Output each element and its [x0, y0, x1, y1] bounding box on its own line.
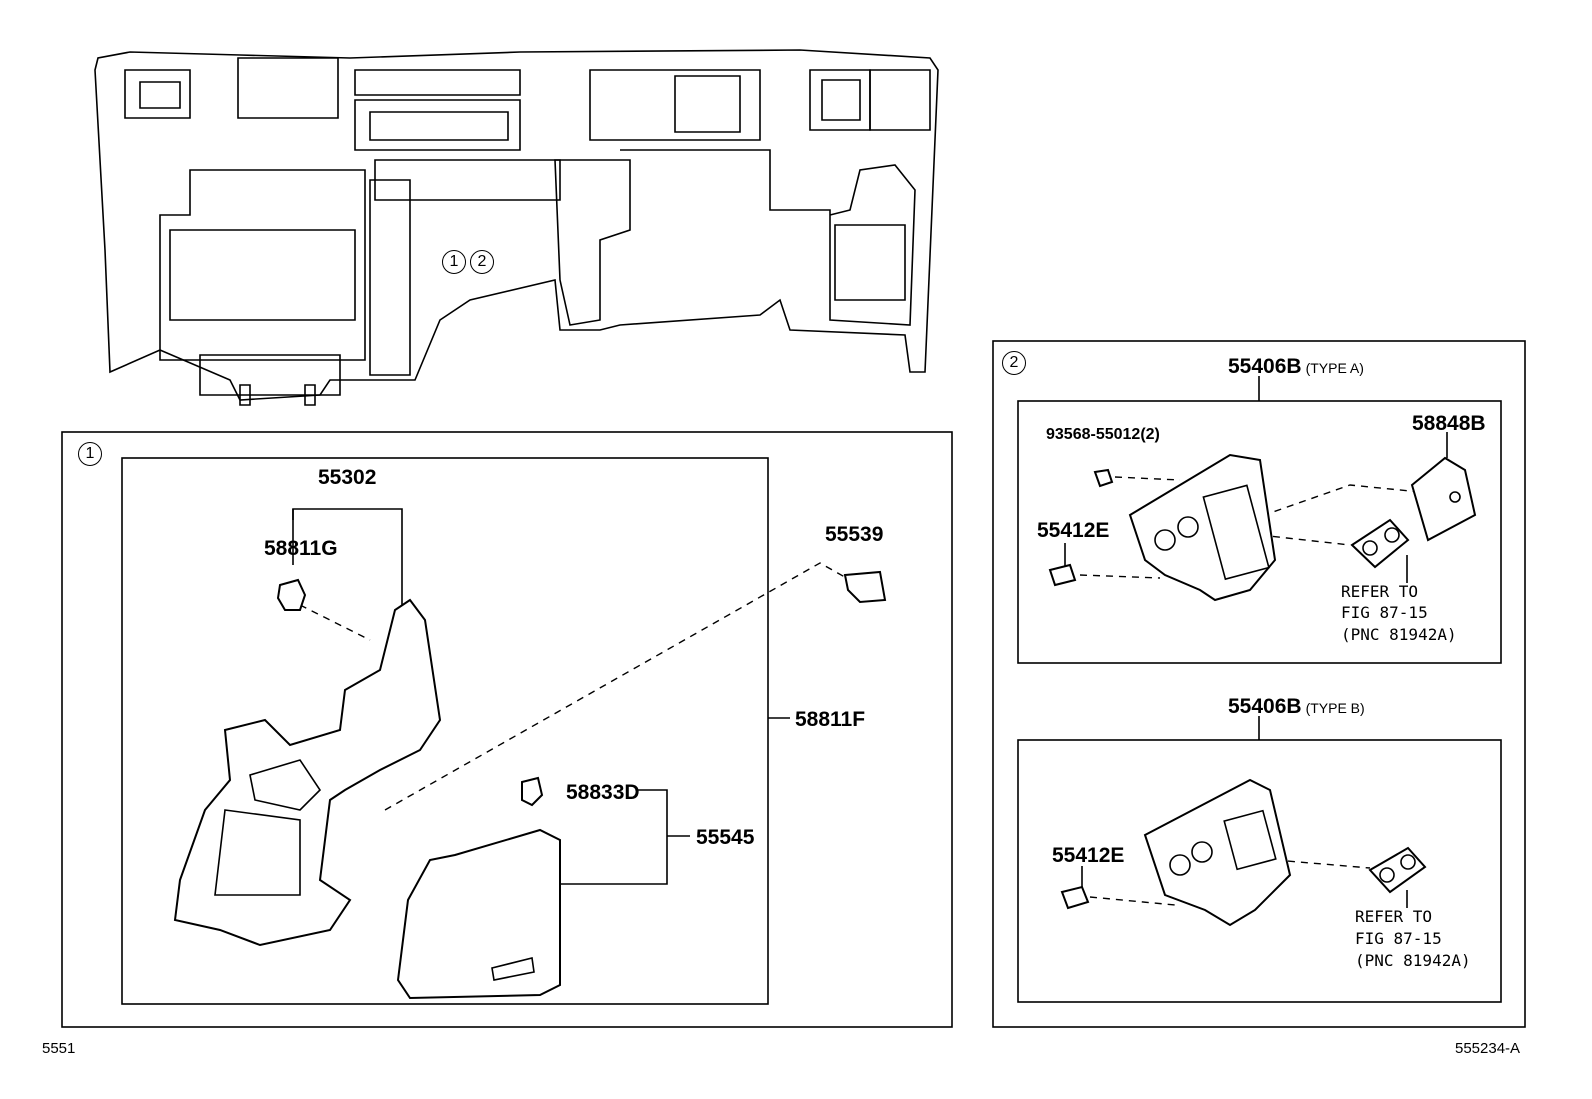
group-1-inner-frame [121, 457, 769, 1005]
type-label: (TYPE A) [1305, 360, 1364, 376]
clip-55539 [843, 570, 887, 604]
leader-lines-1 [292, 508, 790, 885]
label-55539: 55539 [825, 523, 884, 546]
callout-1: 1 [78, 442, 102, 466]
label-58833D: 58833D [566, 781, 640, 804]
callout-2-top: 2 [470, 250, 494, 274]
bezel-type-b [1143, 778, 1292, 927]
leader-lines-2 [1064, 376, 1448, 908]
screw-93568 [1093, 468, 1114, 488]
dashboard-outline [94, 49, 939, 406]
cover-pin [1449, 491, 1461, 503]
plate-b-hole1 [1379, 867, 1395, 883]
part-number: 55406B [1228, 695, 1302, 718]
label-55545: 55545 [696, 826, 755, 849]
cover-55545 [396, 828, 561, 1000]
label-55406B-type-b: 55406B(TYPE B) [1228, 696, 1365, 717]
panel-recess [249, 759, 322, 811]
dashed-lines-2 [1079, 476, 1421, 906]
refer-b-1: REFER TO [1355, 907, 1433, 926]
knob-a2 [1177, 516, 1199, 538]
part-number: 55406B [1228, 355, 1302, 378]
refer-b-2: FIG 87-15 [1355, 929, 1442, 948]
label-55412E-b: 55412E [1052, 844, 1125, 867]
refer-a-1: REFER TO [1341, 582, 1419, 601]
plate-a-hole2 [1384, 527, 1400, 543]
refer-b-3: (PNC 81942A) [1355, 951, 1471, 970]
callout-1-top: 1 [442, 250, 466, 274]
label-58848B: 58848B [1412, 412, 1486, 435]
label-58811G: 58811G [264, 537, 338, 560]
knob-a1 [1154, 529, 1176, 551]
clip-58833D [521, 776, 544, 807]
label-58811F: 58811F [795, 708, 866, 731]
type-label: (TYPE B) [1305, 700, 1365, 716]
plate-type-a [1350, 518, 1410, 569]
cover-vent [491, 957, 535, 981]
clip-55412E-b [1060, 885, 1090, 910]
panel-opening [214, 809, 301, 896]
footer-left-code: 5551 [42, 1040, 76, 1057]
refer-a-2: FIG 87-15 [1341, 603, 1428, 622]
plate-a-hole1 [1362, 540, 1378, 556]
callout-2: 2 [1002, 351, 1026, 375]
plate-type-b [1368, 846, 1427, 894]
group-1-frame [61, 431, 953, 1028]
label-55302: 55302 [318, 466, 377, 489]
label-55406B-type-a: 55406B(TYPE A) [1228, 356, 1364, 377]
plate-b-hole2 [1400, 854, 1416, 870]
group-2-frame [992, 340, 1526, 1028]
label-55412E-a: 55412E [1037, 519, 1110, 542]
bezel-b-opening [1223, 809, 1277, 871]
knob-b2 [1191, 841, 1213, 863]
cover-58848B [1410, 456, 1477, 542]
label-93568-55012: 93568-55012(2) [1046, 426, 1160, 443]
footer-right-code: 555234-A [1455, 1040, 1521, 1057]
dashed-lines-1 [299, 562, 851, 811]
clip-55412E-a [1048, 563, 1077, 587]
clip-58811G [276, 578, 307, 611]
refer-a-3: (PNC 81942A) [1341, 625, 1457, 644]
knob-b1 [1169, 854, 1191, 876]
bezel-a-opening [1202, 484, 1270, 581]
bezel-type-a [1128, 453, 1277, 602]
